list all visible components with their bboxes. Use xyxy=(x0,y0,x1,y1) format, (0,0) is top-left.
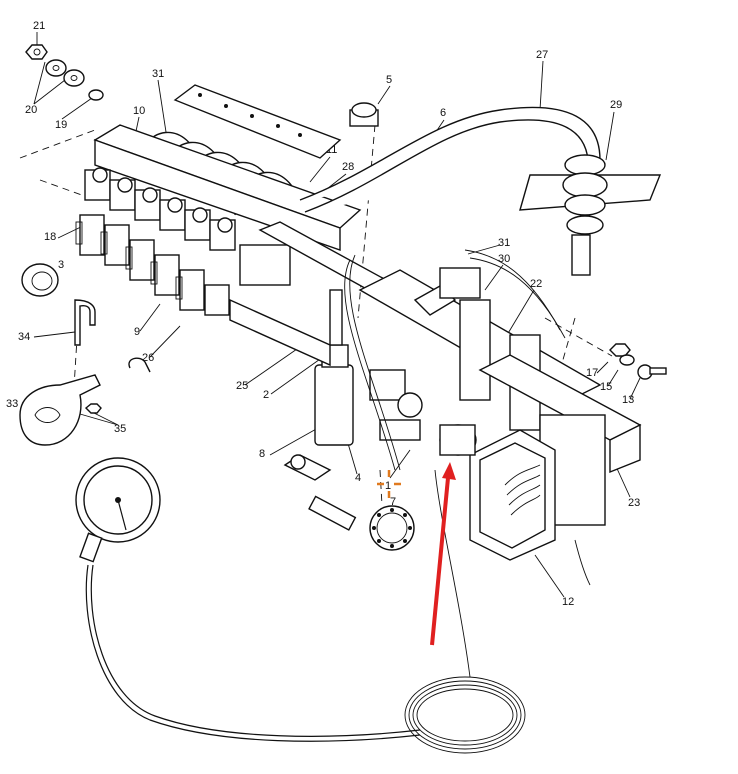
callout-35: 35 xyxy=(114,423,126,435)
callout-25: 25 xyxy=(236,380,248,392)
callout-10: 10 xyxy=(133,105,145,117)
callout-17: 17 xyxy=(586,367,598,379)
callout-31-top: 31 xyxy=(152,68,164,80)
o-ring-19 xyxy=(88,89,104,101)
lower-valves xyxy=(75,214,230,316)
bracket-assembly xyxy=(19,299,102,446)
callout-34: 34 xyxy=(18,331,30,343)
callout-7: 7 xyxy=(390,496,396,508)
callout-9: 9 xyxy=(134,326,140,338)
callout-31-right: 31 xyxy=(498,237,510,249)
nut-washer-set xyxy=(25,44,104,101)
capillary-coil xyxy=(344,254,526,754)
hose-27-grommet-29 xyxy=(299,106,662,276)
filter-assembly xyxy=(229,289,423,531)
callout-19: 19 xyxy=(55,119,67,131)
pressure-gauge xyxy=(75,457,421,742)
actuator-12 xyxy=(439,424,591,586)
callout-28: 28 xyxy=(342,161,354,173)
filter-8 xyxy=(314,364,354,446)
callout-20: 20 xyxy=(25,104,37,116)
callout-4: 4 xyxy=(355,472,361,484)
callout-5: 5 xyxy=(386,74,392,86)
callout-6: 6 xyxy=(440,107,446,119)
bearing-ring-7 xyxy=(369,505,415,551)
callout-23: 23 xyxy=(628,497,640,509)
callout-21: 21 xyxy=(33,20,45,32)
red-pointer-arrow xyxy=(430,462,456,646)
nut-21 xyxy=(25,44,48,60)
callout-27: 27 xyxy=(536,49,548,61)
washer-20a xyxy=(45,59,67,77)
callout-12: 12 xyxy=(562,596,574,608)
callout-22: 22 xyxy=(530,278,542,290)
seal-ring-3 xyxy=(21,263,59,297)
right-frame xyxy=(358,249,642,526)
highlight-marker-item-1 xyxy=(377,470,401,498)
callout-33: 33 xyxy=(6,398,18,410)
callout-18: 18 xyxy=(44,231,56,243)
washer-20b xyxy=(63,69,85,87)
callout-2: 2 xyxy=(263,389,269,401)
callout-11: 11 xyxy=(326,144,337,156)
callout-1: 1 xyxy=(385,480,391,492)
callout-8: 8 xyxy=(259,448,265,460)
callout-3: 3 xyxy=(58,259,64,271)
valve-stack xyxy=(84,167,236,251)
small-parts xyxy=(128,357,415,551)
callout-29: 29 xyxy=(610,99,622,111)
right-hardware xyxy=(609,343,667,380)
callout-13: 13 xyxy=(622,394,634,406)
callout-30: 30 xyxy=(498,253,510,265)
